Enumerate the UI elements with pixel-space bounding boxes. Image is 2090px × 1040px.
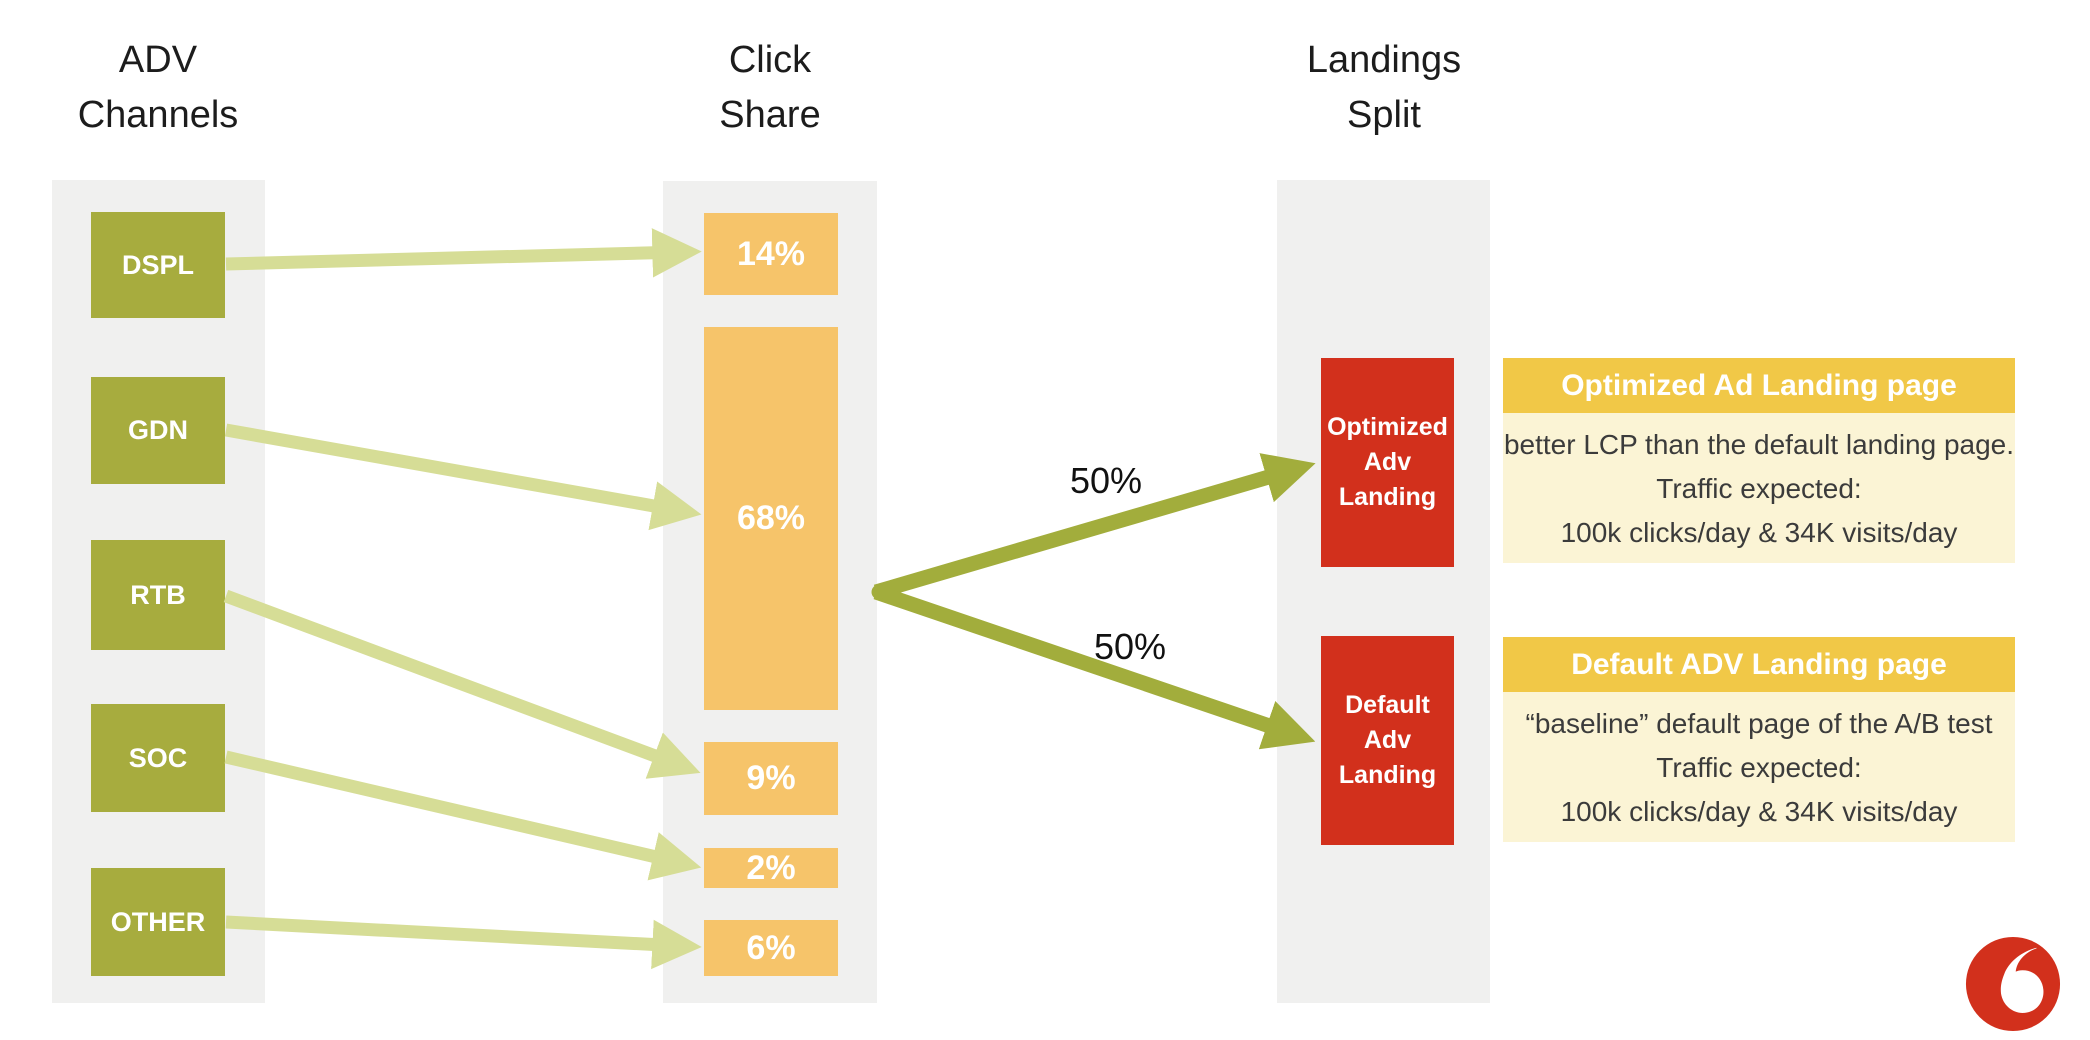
landing-node-default: Default Adv Landing — [1321, 636, 1454, 845]
arrow-dspl-14 — [225, 228, 702, 278]
share-node-9: 9% — [704, 742, 838, 815]
header-click-share: Click Share — [719, 39, 821, 136]
vodafone-logo-speechmark — [2000, 947, 2044, 1013]
split-arrows — [871, 453, 1316, 750]
card-default: Default ADV Landing page “baseline” defa… — [1503, 637, 2015, 842]
vodafone-logo — [1965, 936, 2061, 1032]
header-adv-channels: ADV Channels — [77, 39, 239, 136]
channel-node-dspl: DSPL — [91, 212, 225, 318]
landings-column-background — [1277, 180, 1490, 1003]
card-optimized-line-2: Traffic expected: — [1656, 473, 1862, 504]
card-default-body: “baseline” default page of the A/B test … — [1503, 692, 2015, 842]
card-optimized: Optimized Ad Landing page better LCP tha… — [1503, 358, 2015, 563]
arrow-gdn-68 — [224, 423, 702, 531]
share-node-6: 6% — [704, 920, 838, 976]
card-optimized-title: Optimized Ad Landing page — [1503, 358, 2015, 413]
share-node-2: 2% — [704, 848, 838, 888]
channel-node-rtb: RTB — [91, 540, 225, 650]
card-default-line-2: Traffic expected: — [1656, 752, 1862, 783]
arrow-soc-2 — [224, 750, 702, 881]
card-default-line-1: “baseline” default page of the A/B test — [1525, 708, 1993, 739]
channel-node-other: OTHER — [91, 868, 225, 976]
card-optimized-line-3: 100k clicks/day & 34K visits/day — [1560, 517, 1958, 548]
split-label-top: 50% — [1069, 460, 1143, 501]
share-node-68: 68% — [704, 327, 838, 710]
arrow-rtb-9 — [223, 589, 701, 779]
card-default-title: Default ADV Landing page — [1503, 637, 2015, 692]
channel-node-soc: SOC — [91, 704, 225, 812]
card-optimized-body: better LCP than the default landing page… — [1503, 413, 2015, 563]
card-default-line-3: 100k clicks/day & 34K visits/day — [1560, 796, 1958, 827]
channel-node-gdn: GDN — [91, 377, 225, 484]
card-optimized-line-1: better LCP than the default landing page… — [1503, 429, 2015, 460]
landing-node-optimized: Optimized Adv Landing — [1321, 358, 1454, 567]
channel-to-share-arrows — [223, 228, 702, 970]
split-label-bottom: 50% — [1093, 626, 1167, 667]
header-landings-split: Landings Split — [1306, 39, 1462, 136]
share-node-14: 14% — [704, 213, 838, 295]
arrow-other-6 — [225, 915, 702, 970]
